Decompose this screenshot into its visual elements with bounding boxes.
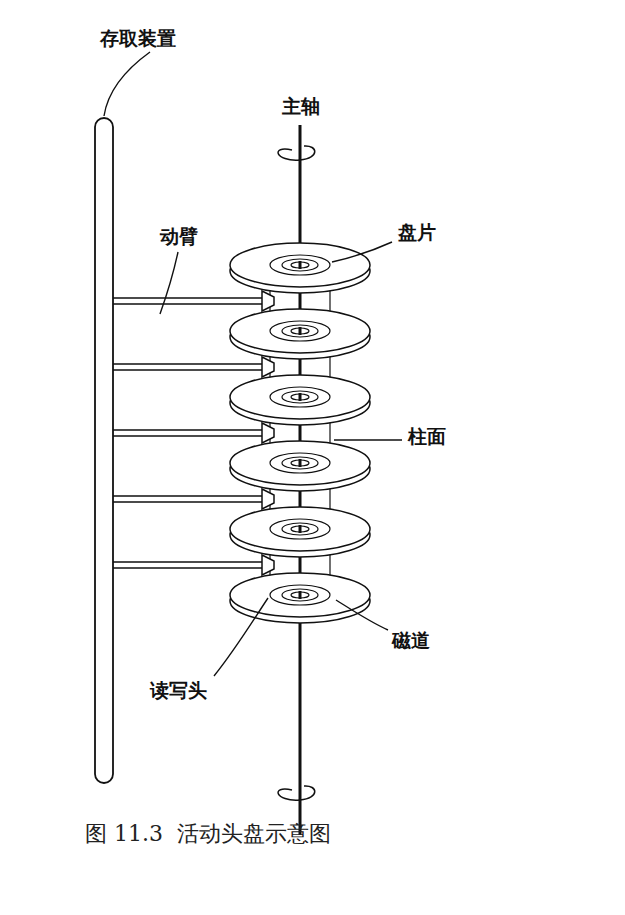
spindle bbox=[299, 327, 302, 335]
figure-caption: 图 11.3 活动头盘示意图 bbox=[85, 822, 331, 846]
moving-arm bbox=[113, 423, 274, 443]
part-label: 磁道 bbox=[392, 630, 430, 651]
part-label: 读写头 bbox=[150, 680, 207, 701]
rotation-arrow bbox=[278, 146, 315, 160]
moving-arm bbox=[113, 555, 274, 575]
leader-line bbox=[334, 439, 402, 440]
part-label: 柱面 bbox=[408, 426, 446, 447]
spindle bbox=[299, 393, 302, 401]
spindle bbox=[299, 591, 302, 599]
platter bbox=[230, 375, 370, 425]
moving-arm bbox=[113, 291, 274, 311]
leader-line bbox=[332, 242, 392, 262]
part-label: 动臂 bbox=[160, 226, 198, 247]
spindle bbox=[299, 261, 302, 269]
moving-arm bbox=[113, 357, 274, 377]
leader-line bbox=[160, 252, 178, 314]
platter bbox=[230, 507, 370, 557]
access-device bbox=[95, 118, 113, 783]
part-label: 存取装置 bbox=[100, 28, 176, 49]
spindle bbox=[299, 459, 302, 467]
part-label: 盘片 bbox=[398, 222, 436, 243]
leader-line bbox=[214, 598, 268, 676]
platter bbox=[230, 441, 370, 491]
leader-line bbox=[104, 52, 150, 116]
platter bbox=[230, 243, 370, 293]
spindle bbox=[299, 525, 302, 533]
moving-arm bbox=[113, 489, 274, 509]
part-label: 主轴 bbox=[282, 96, 320, 117]
platter bbox=[230, 573, 370, 623]
rotation-arrow bbox=[278, 786, 315, 800]
leader-line bbox=[336, 600, 388, 630]
platter bbox=[230, 309, 370, 359]
